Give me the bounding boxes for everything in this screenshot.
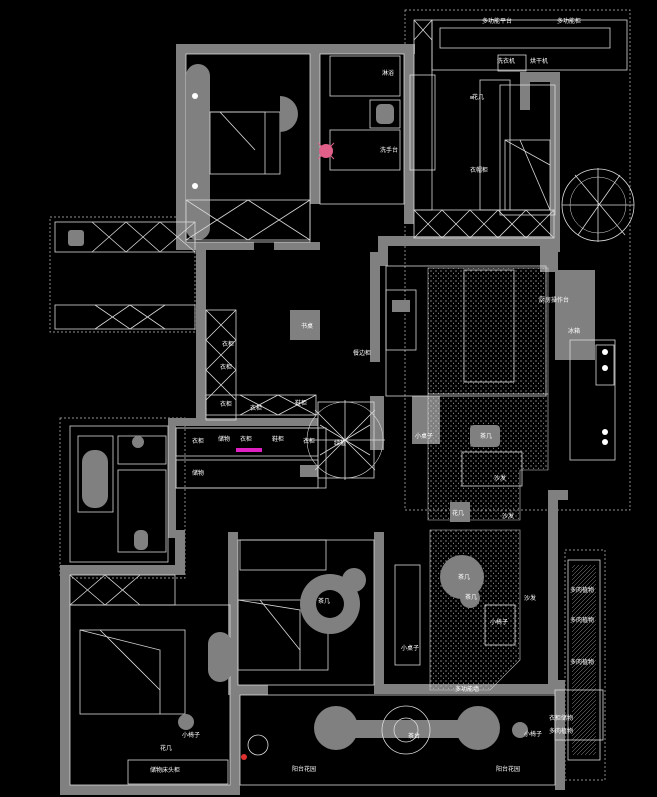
plan-labels: 多功能平台 多功能柜 洗衣机 烘干机 花几 淋浴 洗手台 衣帽柜 厨房操作台 冰… <box>150 17 594 774</box>
label-hall-cabinet-1: 鞋柜 <box>295 399 307 407</box>
label-wardrobe-row-4: 衣柜 <box>250 404 262 412</box>
label-tv-wall: 多功能墙 <box>455 685 479 693</box>
label-outdoor-cabinet-top: 多功能柜 <box>557 17 581 25</box>
left-storage <box>54 221 196 330</box>
label-tea-table: 茶几 <box>480 432 492 440</box>
label-storage-right-2: 多肉植物 <box>549 727 573 735</box>
label-washbasin-top: 洗手台 <box>380 146 398 154</box>
label-plant-left: 花几 <box>472 93 484 101</box>
label-bed-cabinet: 储物床头柜 <box>150 766 180 774</box>
bedroom-upper <box>185 53 311 243</box>
label-balcony-left: 阳台花园 <box>292 765 316 773</box>
kitchen-living <box>385 265 616 691</box>
label-coffee-table-1: 茶几 <box>458 573 470 581</box>
label-sofa-top: 沙发 <box>494 474 506 482</box>
master-upper-right <box>413 19 635 242</box>
walls <box>60 44 595 795</box>
label-fridge: 冰箱 <box>568 327 580 335</box>
label-study: 书桌 <box>301 322 313 330</box>
label-small-chair-right: 小椅子 <box>524 730 542 738</box>
label-wardrobe-row-1: 衣柜 <box>222 340 234 348</box>
right-plant-rack <box>554 559 604 761</box>
label-hall-cabinet-4: 衣柜 <box>240 435 252 443</box>
label-bathroom-top: 淋浴 <box>382 69 394 77</box>
label-hall-cabinet-7: 储物 <box>192 469 204 477</box>
label-plant-rack-1: 多肉植物 <box>570 586 594 594</box>
label-outdoor-platform-top: 多功能平台 <box>482 17 512 25</box>
label-sofa-right: 沙发 <box>502 512 514 520</box>
label-wardrobe-row-2: 衣柜 <box>220 363 232 371</box>
label-side-table: 小桌子 <box>401 644 419 652</box>
label-storage-right-1: 衣柜储物 <box>549 714 573 722</box>
label-round-table: 茶台 <box>408 732 420 740</box>
balcony-bottom <box>239 694 556 786</box>
label-small-table: 小桌子 <box>415 432 433 440</box>
label-sofa-lower: 沙发 <box>524 594 536 602</box>
label-kitchen-island: 厨房操作台 <box>539 296 569 304</box>
hall-tree <box>305 400 385 480</box>
bathroom-top <box>317 19 436 211</box>
label-hall-cabinet-6: 衣柜 <box>303 437 315 445</box>
label-plant-rack-2: 多肉植物 <box>570 616 594 624</box>
label-master-wardrobe: 衣帽柜 <box>470 166 488 174</box>
label-coffee-table-3: 茶几 <box>318 597 330 605</box>
label-hall-cabinet-5: 鞋柜 <box>272 435 284 443</box>
label-flower-stand: 花几 <box>452 509 464 517</box>
label-hall-cabinet-2: 衣柜 <box>192 437 204 445</box>
label-dryer: 烘干机 <box>530 57 548 65</box>
label-plant-rack-3: 多肉植物 <box>570 658 594 666</box>
label-hall-tree: 绿植 <box>334 439 346 447</box>
label-small-chair-left: 小椅子 <box>182 731 200 739</box>
label-laundry: 洗衣机 <box>497 57 515 65</box>
label-flower-lower: 花几 <box>160 744 172 752</box>
label-balcony-right: 阳台花园 <box>496 765 520 773</box>
bedroom-lower-middle <box>237 539 375 686</box>
label-hall-cabinet-3: 储物 <box>218 435 230 443</box>
label-side-chair: 小椅子 <box>490 618 508 626</box>
label-coffee-table-2: 茶几 <box>465 593 477 601</box>
label-wardrobe-row-3: 衣柜 <box>220 400 232 408</box>
bedroom-lower-left <box>69 604 232 786</box>
label-dining-cabinet: 餐边柜 <box>353 349 371 357</box>
hall-wardrobes <box>175 309 327 489</box>
